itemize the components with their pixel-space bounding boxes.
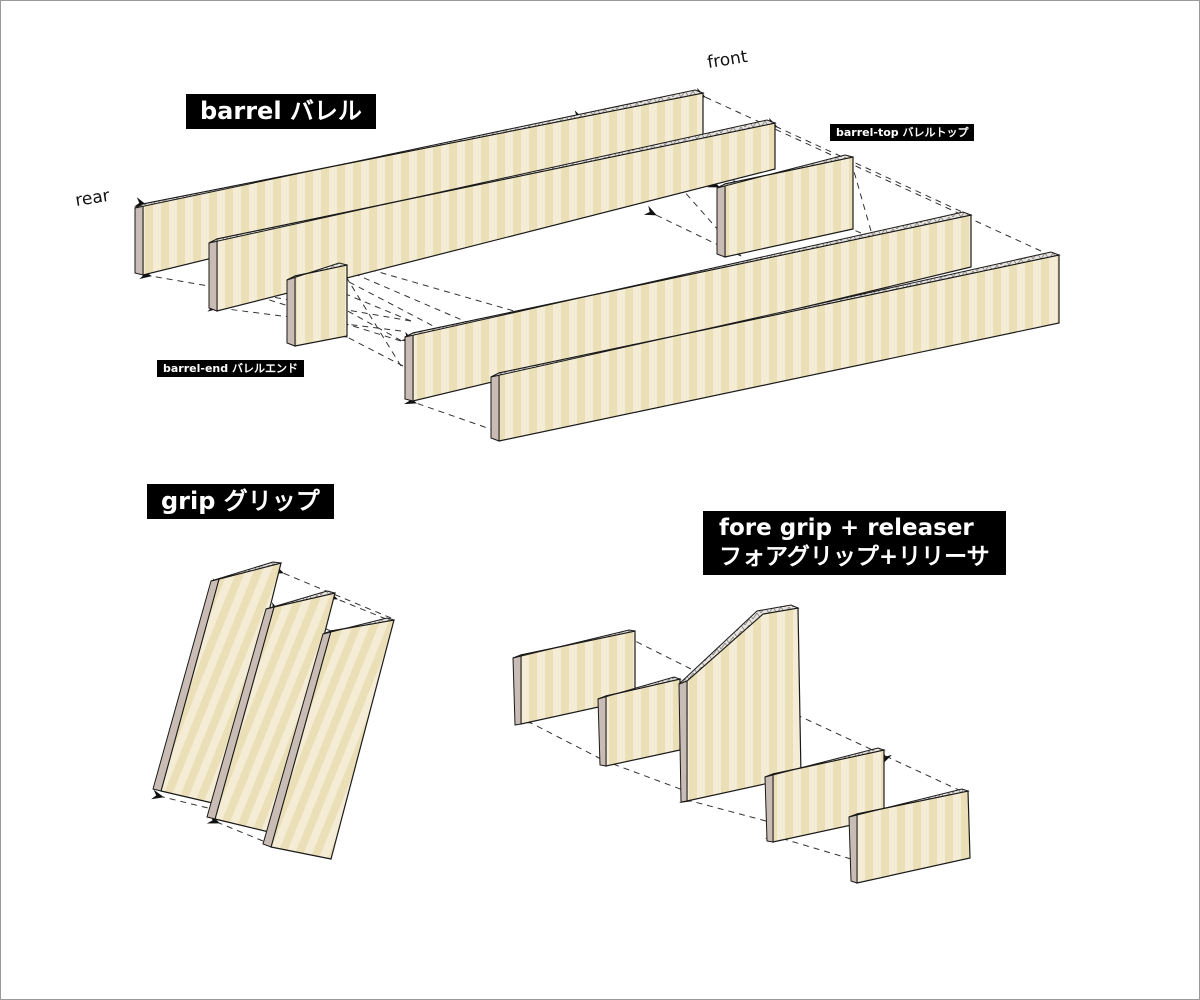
grip-panel-2 bbox=[206, 590, 336, 834]
grip-group bbox=[151, 561, 395, 860]
barrel-end-panel bbox=[286, 262, 348, 347]
barrel-panel-4 bbox=[490, 251, 1061, 442]
fore-grip-group bbox=[512, 604, 971, 884]
barrel-end-label: barrel-end バレルエンド bbox=[157, 360, 304, 377]
barrel-top-panel bbox=[716, 154, 854, 258]
fore-grip-panel-2 bbox=[597, 676, 682, 767]
grip-label: grip グリップ bbox=[147, 484, 334, 519]
barrel-label: barrel バレル bbox=[186, 94, 376, 129]
fore-grip-label-line2: フォアグリップ+リリーサ bbox=[719, 544, 990, 570]
fore-grip-label-line1: fore grip + releaser bbox=[719, 515, 974, 541]
barrel-panel-2 bbox=[208, 119, 777, 312]
releaser-panel bbox=[678, 604, 802, 803]
barrel-group bbox=[134, 87, 1061, 442]
grip-panel-1 bbox=[152, 561, 282, 806]
fore-grip-label: fore grip + releaser フォアグリップ+リリーサ bbox=[703, 511, 1006, 575]
barrel-panel-3 bbox=[404, 211, 973, 402]
fore-grip-panel-4 bbox=[848, 788, 971, 884]
grip-panel-3 bbox=[262, 617, 395, 860]
barrel-top-label: barrel-top バレルトップ bbox=[830, 124, 975, 141]
